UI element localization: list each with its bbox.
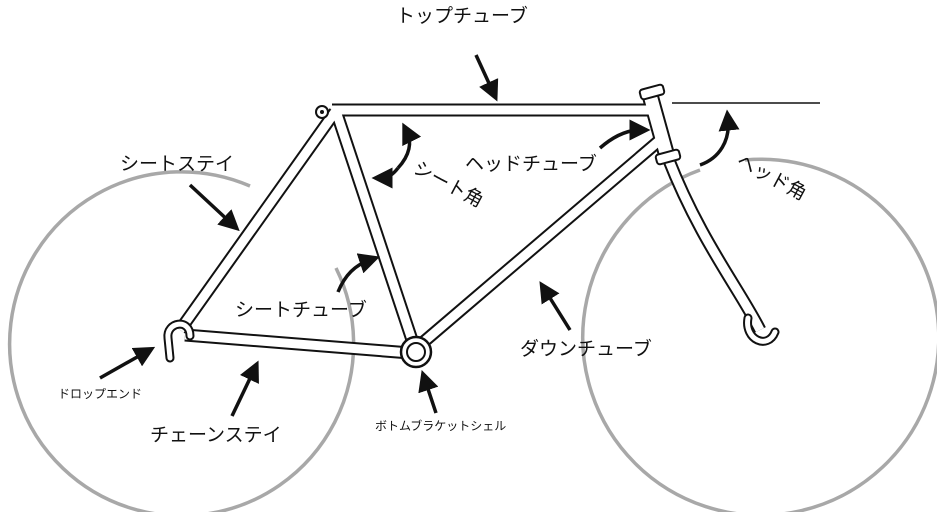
label-seat-tube: シートチューブ [235, 298, 367, 321]
arrow-seat-stay [188, 183, 240, 232]
arrows [99, 54, 740, 417]
label-top-tube: トップチューブ [396, 4, 528, 27]
rear-wheel [7, 170, 356, 512]
arrow-drop-end [99, 346, 156, 380]
frame [163, 83, 780, 369]
arrow-seat-angle-up [396, 122, 422, 170]
arrow-bb-shell [418, 370, 439, 414]
arrow-seat-tube [336, 253, 380, 293]
label-down-tube: ダウンチューブ [520, 337, 652, 360]
label-chain-stay: チェーンステイ [150, 424, 282, 446]
label-seat-stay: シートステイ [120, 153, 234, 175]
arrow-head-tube [598, 119, 651, 150]
arrow-down-tube [539, 281, 572, 331]
arrow-top-tube [474, 54, 499, 102]
label-bottom-bracket-shell: ボトムブラケットシェル [375, 418, 506, 433]
arrow-seat-angle-left [371, 166, 400, 189]
label-drop-end: ドロップエンド [58, 387, 142, 401]
arrow-head-angle [699, 109, 740, 167]
arrow-chain-stay [230, 360, 259, 417]
label-head-tube: ヘッドチューブ [465, 152, 597, 175]
front-wheel [581, 157, 937, 512]
